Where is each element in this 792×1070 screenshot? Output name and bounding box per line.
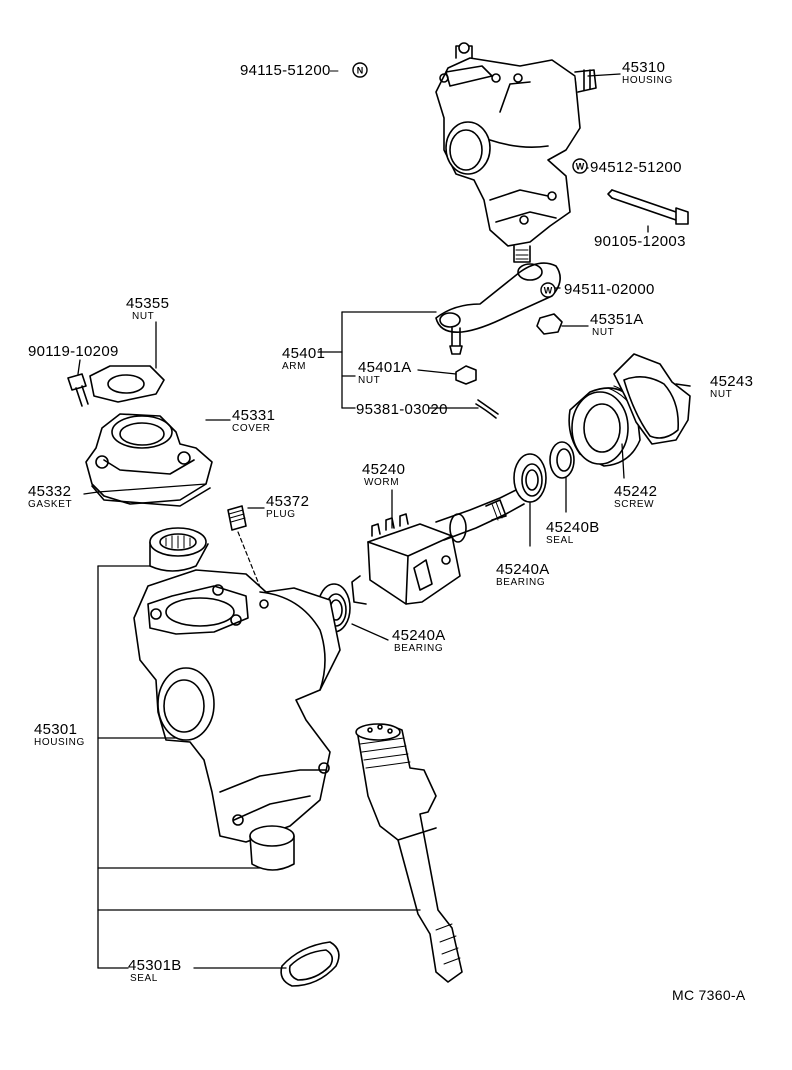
lower-sleeve-top — [249, 825, 295, 847]
name-45401a: NUT — [358, 375, 381, 386]
main-housing-assembly — [133, 569, 341, 843]
worm-assembly — [351, 487, 525, 605]
name-45372: PLUG — [266, 509, 296, 520]
nut-45401a-shape — [455, 365, 477, 385]
drawing-reference: MC 7360-A — [672, 987, 746, 1003]
name-45332: GASKET — [28, 499, 73, 510]
label-45331: 45331 — [232, 407, 276, 424]
label-9451102000: 94511-02000 — [564, 281, 655, 298]
label-45332: 45332 — [28, 483, 72, 500]
label-45351a: 45351A — [590, 311, 644, 328]
dash-9411551200: – — [330, 62, 339, 79]
gear-housing-assembly — [435, 42, 597, 263]
label-45242: 45242 — [614, 483, 658, 500]
bolt-shape — [607, 189, 689, 225]
label-45243: 45243 — [710, 373, 754, 390]
plug-shape — [227, 505, 247, 531]
w-symbol-circle-2 — [540, 282, 556, 298]
name-45331: COVER — [232, 423, 271, 434]
plug-thread — [228, 509, 246, 523]
name-45351a: NUT — [592, 327, 615, 338]
label-9451251200: 94512-51200 — [590, 159, 682, 176]
w-symbol-circle-1 — [572, 158, 588, 174]
sector-shaft-shape — [355, 723, 463, 983]
leader-lines — [77, 73, 649, 969]
name-45401: ARM — [282, 361, 307, 372]
cotter-pin-shape — [475, 399, 499, 419]
label-9010512003: 90105-12003 — [594, 233, 686, 250]
label-9011910209: 90119-10209 — [28, 343, 119, 360]
label-45372: 45372 — [266, 493, 310, 510]
label-45240: 45240 — [362, 461, 406, 478]
label-45240a-upper: 45240A — [496, 561, 550, 578]
cover-and-gasket — [85, 413, 213, 507]
needle-bearing-shape — [149, 527, 209, 572]
label-45240b: 45240B — [546, 519, 600, 536]
label-9411551200: 94115-51200 — [240, 62, 331, 79]
label-45401a: 45401A — [358, 359, 412, 376]
bolt-90119-shape — [67, 373, 89, 407]
label-45401: 45401 — [282, 345, 326, 362]
label-45301: 45301 — [34, 721, 78, 738]
name-45355: NUT — [132, 311, 155, 322]
nut-45355-hole — [107, 374, 145, 394]
seal-45301b-shape — [280, 941, 340, 987]
nut-45351a-shape — [536, 313, 563, 335]
label-45355: 45355 — [126, 295, 170, 312]
name-45240a-upper: BEARING — [496, 577, 546, 588]
lock-nut-shape — [613, 353, 691, 445]
name-45242: SCREW — [614, 499, 655, 510]
label-45310: 45310 — [622, 59, 666, 76]
seal-45240b-shape — [549, 441, 575, 479]
w-symbol-1: W — [576, 162, 585, 172]
name-45301: HOUSING — [34, 737, 85, 748]
label-45240a-lower: 45240A — [392, 627, 446, 644]
name-45240: WORM — [364, 477, 400, 488]
circled-symbols — [352, 62, 588, 298]
nut-45355-shape — [89, 365, 165, 403]
name-45240b: SEAL — [546, 535, 574, 546]
pitman-arm-shape — [435, 262, 561, 355]
n-symbol: N — [357, 66, 364, 76]
label-45301b: 45301B — [128, 957, 182, 974]
plug-leader — [237, 531, 263, 593]
bearing-upper-shape — [513, 453, 547, 503]
name-45240a-lower: BEARING — [394, 643, 444, 654]
label-9538103020: 95381-03020 — [356, 401, 448, 418]
name-45243: NUT — [710, 389, 733, 400]
n-symbol-circle — [352, 62, 368, 78]
name-45310: HOUSING — [622, 75, 673, 86]
w-symbol-2: W — [544, 286, 553, 296]
name-45301b: SEAL — [130, 973, 158, 984]
